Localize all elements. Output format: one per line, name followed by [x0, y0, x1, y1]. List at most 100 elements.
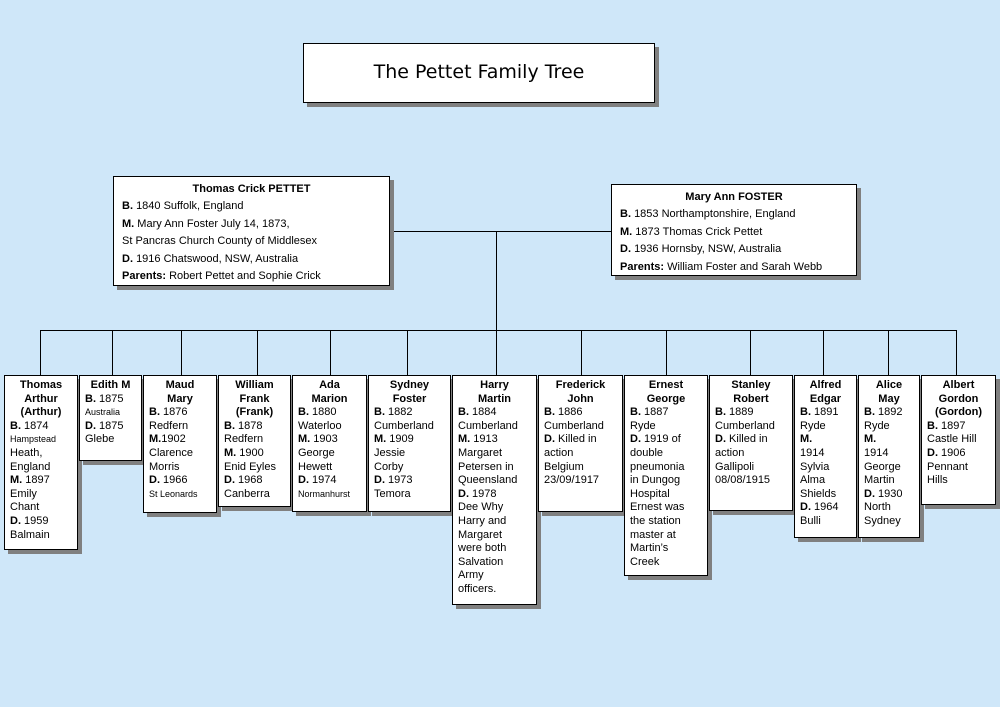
child-detail: B. 1892: [864, 406, 903, 419]
child-detail: Shields: [800, 487, 837, 500]
child-detail: D. 1966: [149, 474, 188, 487]
child-detail: officers.: [458, 582, 497, 595]
child-detail: Harry and: [458, 514, 507, 527]
mother-died: D. 1936 Hornsby, NSW, Australia: [620, 243, 782, 256]
child-detail: D. Killed in: [544, 433, 597, 446]
child-connector: [112, 330, 113, 375]
child-detail: Hills: [927, 474, 948, 487]
child-detail: Heath,: [10, 446, 43, 459]
child-detail: Cumberland: [715, 419, 775, 432]
child-detail: Petersen in: [458, 460, 514, 473]
child-detail: action: [715, 446, 745, 459]
child-detail: Dee Why: [458, 501, 504, 514]
child-detail: Glebe: [85, 433, 115, 446]
child-detail: St Leonards: [149, 488, 198, 499]
child-name: Martin: [478, 392, 511, 405]
child-connector: [956, 330, 957, 375]
child-name: William: [235, 379, 274, 391]
father-card: Thomas Crick PETTET B. 1840 Suffolk, Eng…: [113, 176, 390, 286]
child-detail: M. 1900: [224, 446, 264, 459]
child-connector: [750, 330, 751, 375]
child-detail: Chant: [10, 501, 40, 514]
child-name: May: [878, 392, 900, 405]
child-detail: B. 1878: [224, 419, 263, 432]
sibling-line: [40, 330, 956, 331]
child-detail: Ernest was: [630, 501, 685, 514]
child-detail: D. 1959: [10, 514, 49, 527]
child-detail: 1914: [864, 446, 889, 459]
child-name: Alice: [875, 379, 903, 391]
mother-parents: Parents: William Foster and Sarah Webb: [620, 260, 823, 273]
child-detail: B. 1889: [715, 406, 754, 419]
child-detail: Clarence: [149, 446, 194, 459]
child-name: Albert: [942, 379, 975, 391]
child-detail: George: [298, 446, 335, 459]
child-name: Thomas: [19, 379, 63, 391]
child-connector: [257, 330, 258, 375]
child-detail: Sydney: [864, 514, 901, 527]
child-connector: [407, 330, 408, 375]
child-detail: Belgium: [544, 460, 584, 473]
child-detail: B. 1884: [458, 406, 497, 419]
child-detail: Hospital: [630, 487, 670, 500]
child-detail: double: [630, 446, 664, 459]
child-detail: Normanhurst: [298, 488, 351, 499]
child-detail: Pennant: [927, 460, 968, 473]
child-name: Arthur: [24, 392, 58, 405]
child-detail: M.: [800, 433, 813, 446]
title-box: The Pettet Family Tree: [303, 43, 655, 103]
descent-line: [496, 231, 497, 330]
child-connector: [823, 330, 824, 375]
child-detail: were both: [458, 542, 507, 555]
child-name: Stanley: [731, 379, 771, 391]
child-detail: Margaret: [458, 528, 503, 541]
child-detail: Hampstead: [10, 434, 57, 445]
father-born: B. 1840 Suffolk, England: [122, 200, 244, 213]
child-connector: [181, 330, 182, 375]
child-detail: Redfern: [224, 433, 264, 446]
child-detail: B. 1897: [927, 419, 966, 432]
child-detail: Ryde: [864, 419, 890, 432]
child-name: George: [646, 392, 686, 405]
child-detail: Enid Eyles: [224, 460, 276, 473]
child-detail: D. 1930: [864, 487, 903, 500]
child-name: Mary: [167, 392, 193, 405]
child-detail: D. 1906: [927, 446, 966, 459]
child-name: Ernest: [648, 379, 684, 391]
child-detail: Cumberland: [374, 419, 434, 432]
child-name: Ada: [319, 379, 340, 391]
child-detail: D. 1973: [374, 474, 413, 487]
child-detail: Balmain: [10, 528, 50, 541]
child-detail: D. 1875: [85, 419, 124, 432]
child-detail: Jessie: [374, 446, 406, 459]
father-married-place: St Pancras Church County of Middlesex: [122, 235, 318, 248]
child-detail: Australia: [85, 407, 121, 418]
child-detail: M. 1913: [458, 433, 498, 446]
child-name: Harry: [480, 379, 509, 391]
child-detail: 08/08/1915: [715, 474, 771, 487]
page-title: The Pettet Family Tree: [373, 61, 585, 84]
child-connector: [581, 330, 582, 375]
child-detail: B. 1882: [374, 406, 413, 419]
child-connector: [888, 330, 889, 375]
child-detail: George: [864, 460, 901, 473]
child-detail: Bulli: [800, 514, 821, 527]
child-detail: 23/09/1917: [544, 474, 600, 487]
child-detail: Canberra: [224, 487, 270, 500]
child-detail: pneumonia: [630, 460, 685, 473]
child-detail: the station: [630, 514, 681, 527]
child-connector: [330, 330, 331, 375]
child-detail: Ryde: [630, 419, 656, 432]
child-detail: D. 1974: [298, 474, 337, 487]
child-name: Alfred: [809, 379, 842, 391]
child-detail: B. 1887: [630, 406, 669, 419]
child-detail: in Dungog: [630, 474, 681, 487]
